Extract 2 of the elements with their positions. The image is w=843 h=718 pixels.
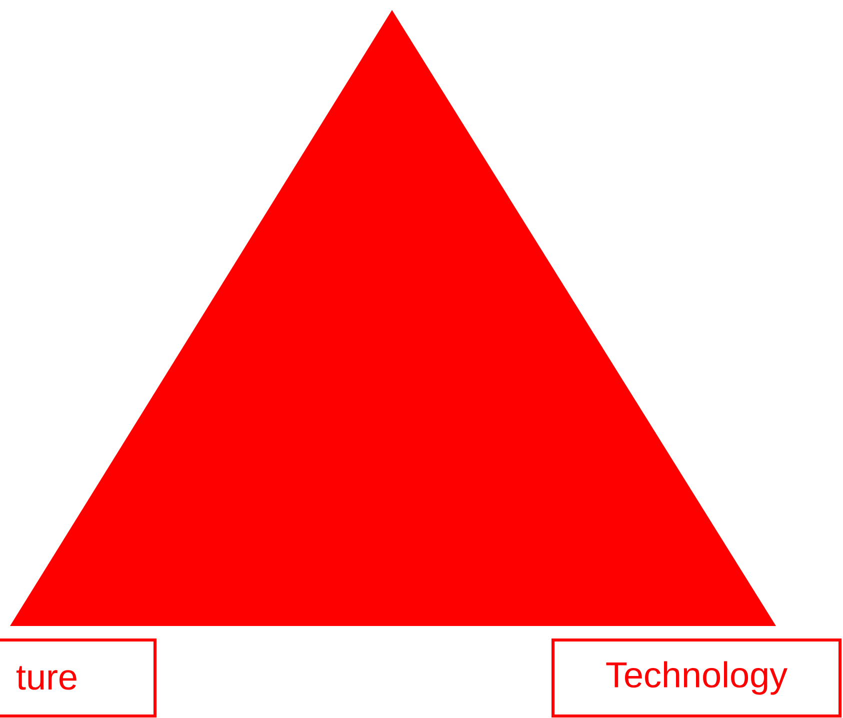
- text-box: Technology: [552, 638, 842, 718]
- text-box: ture: [0, 638, 156, 718]
